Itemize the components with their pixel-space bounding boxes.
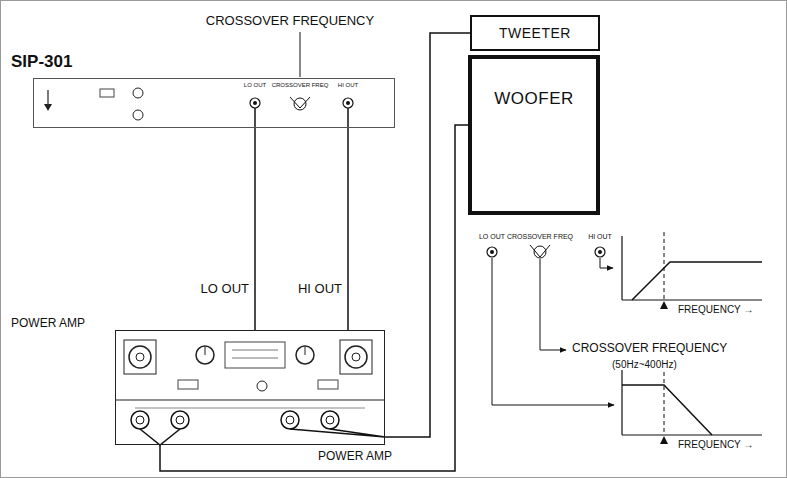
speaker-terminal (176, 416, 184, 424)
leader-line (600, 258, 613, 268)
cable-label: HI OUT (298, 282, 342, 297)
crossover-pointer (660, 301, 668, 309)
device-heading: POWER AMP (11, 317, 85, 331)
device-heading: SIP-301 (11, 52, 72, 72)
axis-label: FREQUENCY → (678, 439, 753, 451)
graph-axis (621, 236, 622, 300)
level-knob (296, 346, 314, 364)
amp-divider (115, 399, 385, 400)
range-label: (50Hz~400Hz) (612, 359, 677, 371)
highpass-curve (632, 262, 762, 300)
crossover-marker (664, 372, 665, 435)
panel-label: LO OUT (244, 82, 266, 89)
level-knob (305, 347, 306, 355)
speaker-label: WOOFER (494, 89, 574, 109)
switch-knob (133, 110, 143, 120)
xlr-connector (136, 353, 144, 361)
callout-label: CROSSOVER FREQUENCY (206, 14, 374, 29)
level-knob (196, 346, 214, 364)
leader-line (492, 258, 614, 405)
output-jack (487, 247, 497, 257)
switch-plate (318, 380, 338, 389)
amp-plate (232, 358, 278, 359)
speaker-cable (254, 128, 256, 330)
xlr-connector (129, 346, 151, 368)
axis-label: FREQUENCY → (678, 304, 753, 316)
output-jack (346, 101, 350, 105)
crossover-knob (290, 97, 310, 108)
device-label: POWER AMP (318, 450, 392, 464)
speaker-box: WOOFER (468, 55, 600, 215)
callout-label: CROSSOVER FREQUENCY (572, 342, 727, 356)
speaker-terminal (286, 416, 294, 424)
crossover-pointer (660, 436, 668, 444)
speaker-label: TWEETER (499, 25, 571, 41)
power-switch-symbol (47, 90, 48, 106)
cable (254, 108, 256, 128)
speaker-cable (160, 125, 468, 471)
output-jack (343, 98, 353, 108)
lowpass-curve (622, 385, 712, 435)
speaker-cable (385, 33, 470, 437)
xlr-connector (352, 353, 360, 361)
cable (347, 108, 349, 128)
output-jack (490, 250, 494, 254)
speaker-wire (290, 429, 385, 437)
power-switch-symbol (44, 104, 52, 111)
switch-plate (100, 89, 114, 97)
amp-plate (232, 350, 278, 351)
panel-label: LO OUT (479, 233, 505, 241)
terminal-strip (135, 408, 365, 409)
level-knob (205, 347, 206, 355)
cable-label: LO OUT (201, 282, 249, 297)
panel-label: CROSSOVER FREQ (272, 82, 329, 89)
power-button (257, 381, 267, 391)
output-jack (595, 247, 605, 257)
panel-label: CROSSOVER FREQ (507, 233, 573, 241)
crossover-knob (530, 245, 550, 257)
graph-axis (621, 370, 622, 435)
graph-axis (622, 434, 762, 435)
speaker-terminal (171, 411, 189, 429)
output-jack (250, 98, 260, 108)
amp-plate (225, 342, 285, 368)
switch-knob (133, 88, 143, 98)
speaker-cable (347, 128, 349, 330)
graph-axis (622, 299, 762, 300)
crossover-marker (664, 232, 665, 300)
xlr-connector (345, 346, 367, 368)
output-jack (253, 101, 257, 105)
speaker-wire (140, 429, 180, 445)
speaker-terminal (281, 411, 299, 429)
leader-line (300, 32, 301, 77)
xlr-connector (124, 340, 156, 374)
panel-label: HI OUT (338, 82, 358, 89)
xlr-connector (340, 340, 372, 374)
speaker-terminal (131, 411, 149, 429)
leader-line (540, 259, 566, 350)
speaker-terminal (326, 416, 334, 424)
speaker-box: TWEETER (470, 15, 600, 51)
panel-label: HI OUT (588, 233, 612, 241)
switch-plate (178, 380, 198, 389)
output-jack (598, 250, 602, 254)
speaker-terminal (321, 411, 339, 429)
speaker-terminal (136, 416, 144, 424)
power-amp-box: POWER AMP (115, 330, 385, 445)
